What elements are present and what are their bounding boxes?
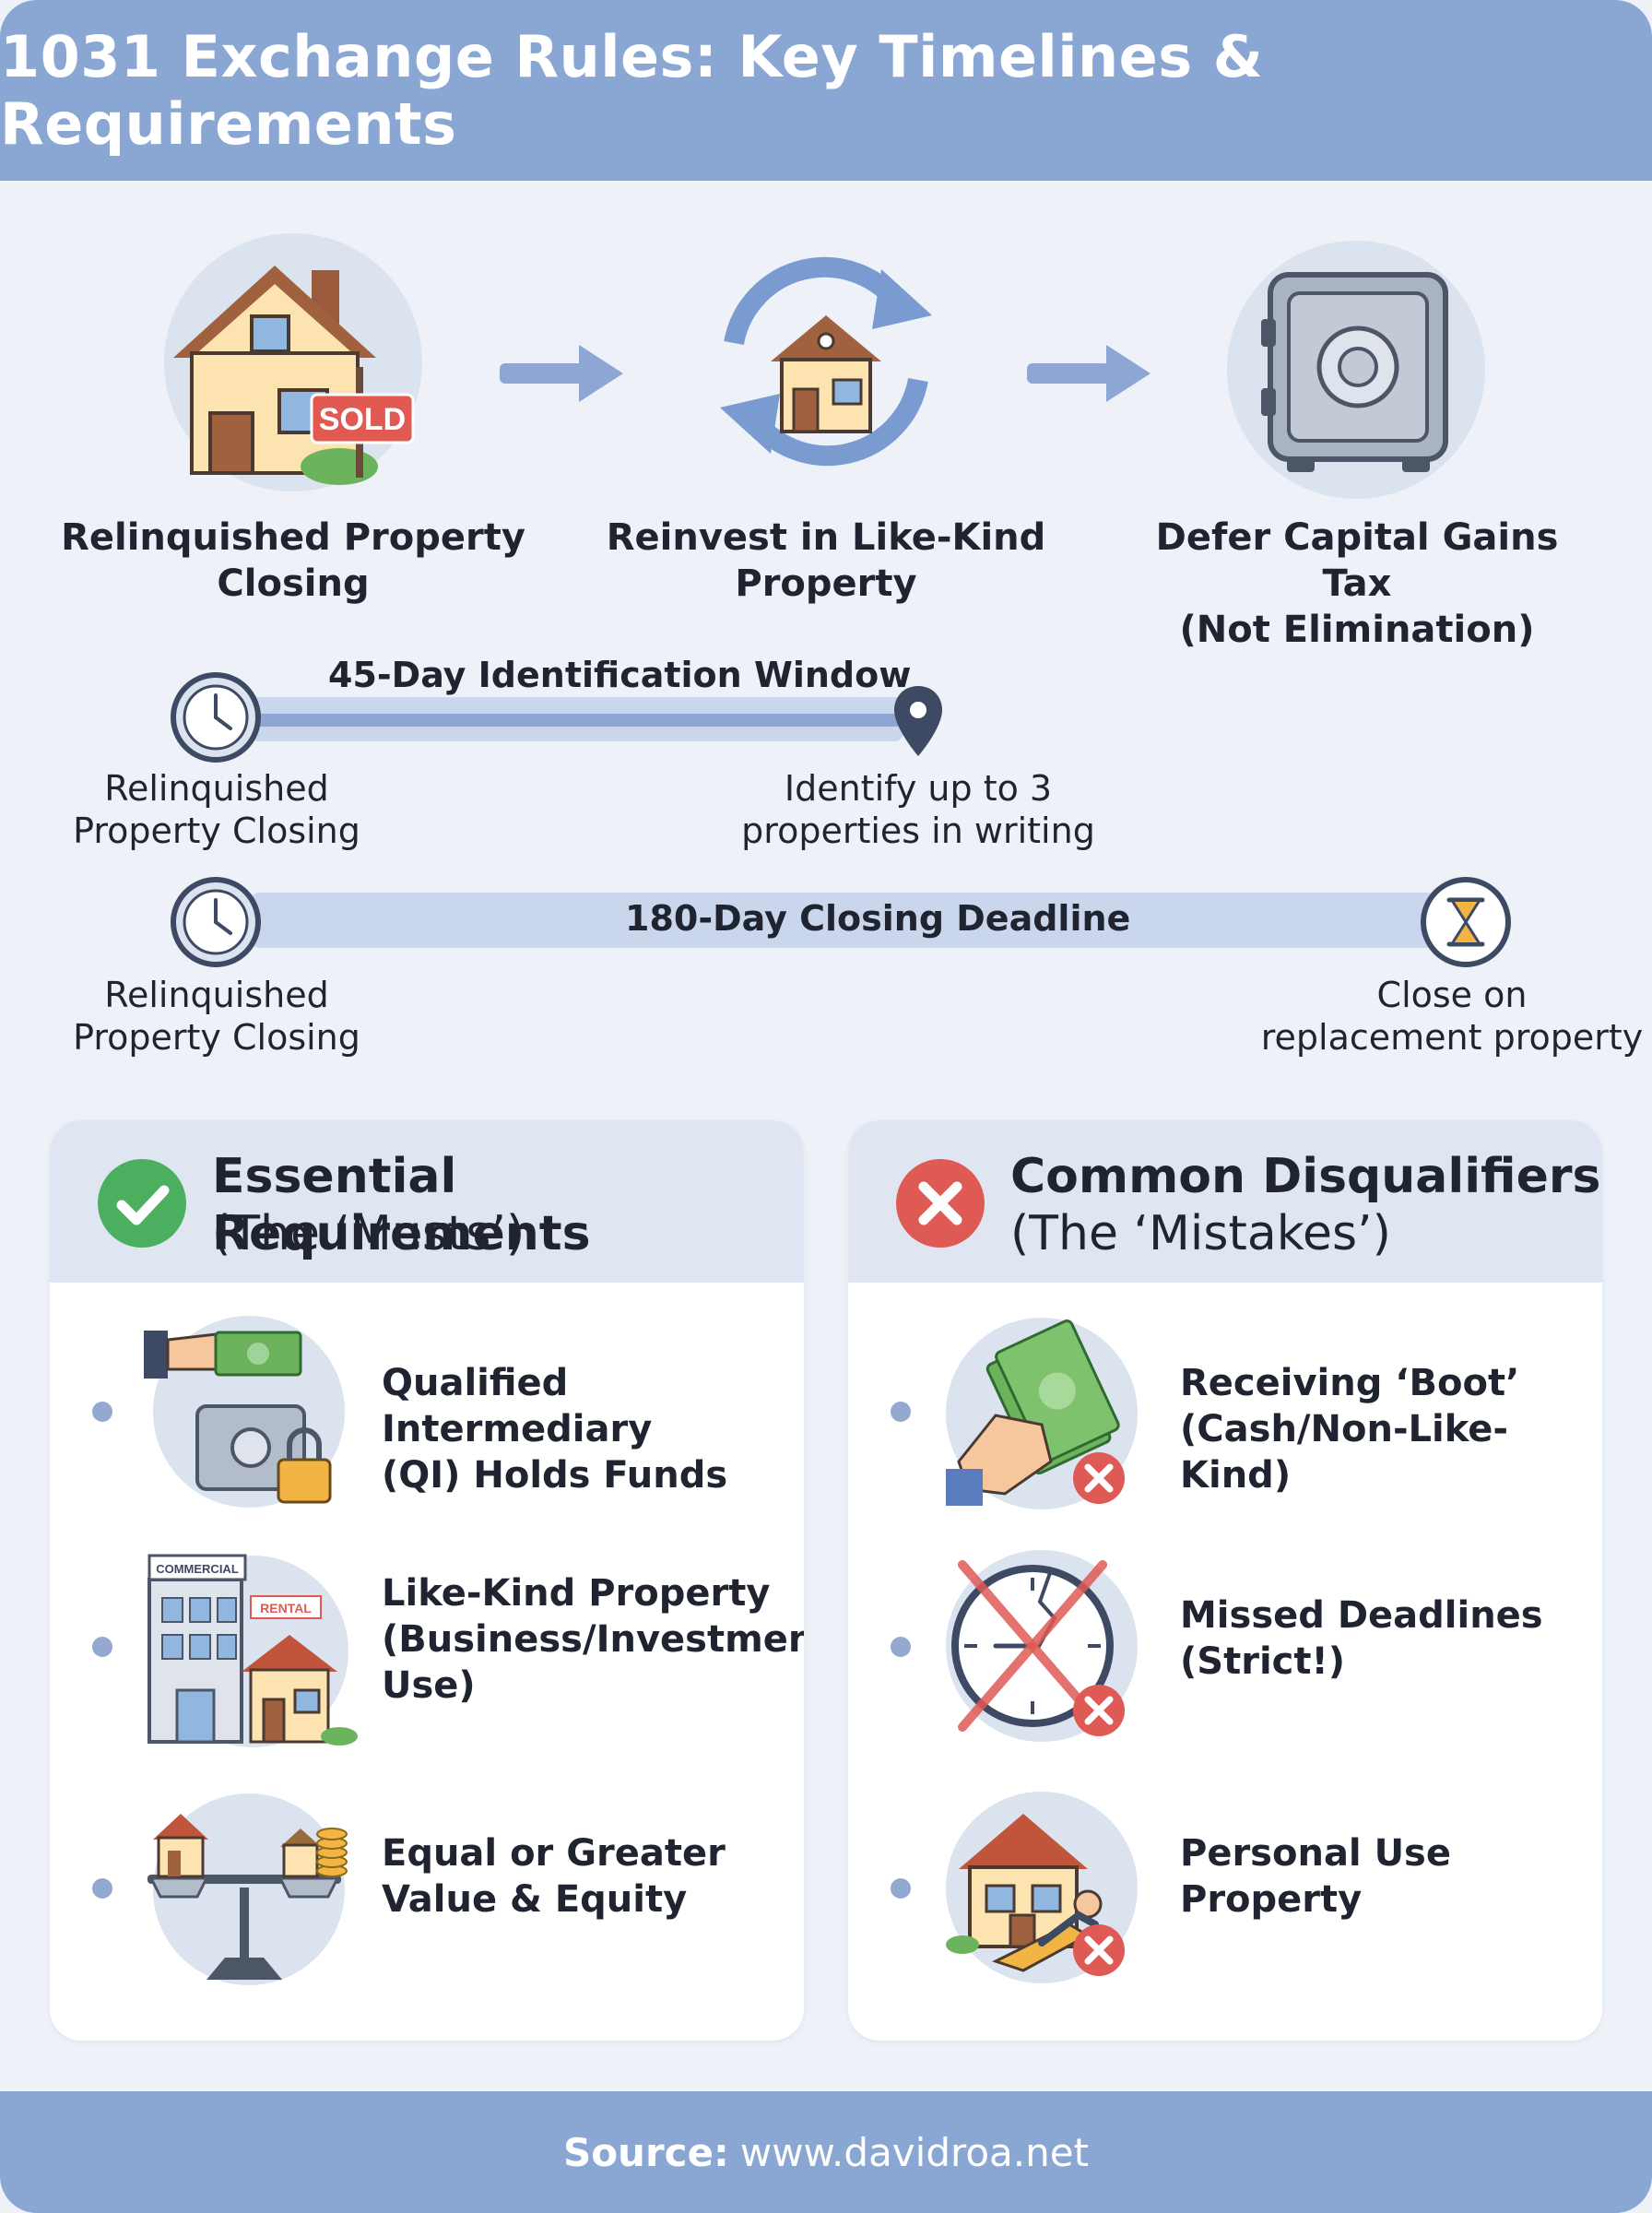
- arrow-right-icon: [500, 345, 623, 402]
- rental-sign-text: RENTAL: [260, 1601, 312, 1615]
- requirements-title: Essential Requirements: [212, 1149, 591, 1261]
- requirements-subtitle: (The ‘Musts’): [212, 1206, 525, 1261]
- bullet-dot: [92, 1878, 112, 1899]
- disqualifier-boot-text: Receiving ‘Boot’(Cash/Non-Like-Kind): [1180, 1362, 1520, 1497]
- map-pin-icon: [894, 686, 942, 756]
- bullet-dot: [891, 1878, 911, 1899]
- cash-boot-icon: [946, 1318, 1138, 1509]
- commercial-sign-text: COMMERCIAL: [156, 1562, 239, 1576]
- requirement-qi-text: Qualified Intermediary(QI) Holds Funds: [382, 1362, 728, 1497]
- list-item: Qualified Intermediary(QI) Holds Funds: [50, 1305, 804, 1517]
- bullet-dot: [891, 1637, 911, 1657]
- bullet-dot: [92, 1637, 112, 1657]
- house-cycle-icon: [720, 256, 932, 467]
- timeline-180-title: 180-Day Closing Deadline: [625, 898, 1131, 939]
- bullet-dot: [891, 1402, 911, 1422]
- arrow-right-icon: [1027, 345, 1150, 402]
- timeline-45-bar: [249, 697, 903, 741]
- step-label-defer: Defer Capital Gains Tax(Not Elimination): [1155, 516, 1559, 651]
- header-banner: 1031 Exchange Rules: Key Timelines & Req…: [0, 0, 1652, 181]
- check-circle-icon: [98, 1159, 186, 1248]
- requirements-header: Essential Requirements (The ‘Musts’): [50, 1120, 804, 1283]
- commercial-rental-building-icon: COMMERCIAL RENTAL: [148, 1554, 358, 1747]
- list-item: COMMERCIAL RENTAL Like-Kind Property(Bus…: [50, 1544, 804, 1757]
- source-link[interactable]: www.davidroa.net: [739, 2129, 1090, 2175]
- disqualifiers-card: Common Disqualifiers (The ‘Mistakes’) Re…: [848, 1120, 1602, 2041]
- clock-icon: [171, 672, 261, 763]
- sold-sign-text: SOLD: [319, 402, 406, 437]
- timeline-45-title: 45-Day Identification Window: [328, 655, 912, 695]
- x-circle-icon: [896, 1159, 985, 1248]
- disqualifiers-subtitle: (The ‘Mistakes’): [1010, 1206, 1391, 1261]
- balance-scale-icon: [148, 1793, 348, 1985]
- bullet-dot: [92, 1402, 112, 1422]
- list-item: Receiving ‘Boot’(Cash/Non-Like-Kind): [848, 1305, 1602, 1517]
- disqualifiers-title: Common Disqualifiers: [1010, 1149, 1601, 1204]
- house-sold-icon: SOLD: [164, 233, 422, 491]
- source-label: Source:: [562, 2129, 729, 2175]
- hourglass-icon: [1421, 877, 1511, 967]
- clock-icon: [171, 877, 261, 967]
- broken-clock-icon: [946, 1550, 1138, 1742]
- list-item: Missed Deadlines(Strict!): [848, 1544, 1602, 1757]
- requirements-card: Essential Requirements (The ‘Musts’) Qua…: [50, 1120, 804, 2041]
- safe-icon: [1227, 241, 1485, 499]
- intermediary-funds-icon: [144, 1316, 345, 1508]
- footer-banner: Source: www.davidroa.net: [0, 2091, 1652, 2213]
- page-title: 1031 Exchange Rules: Key Timelines & Req…: [0, 23, 1264, 158]
- disqualifiers-header: Common Disqualifiers (The ‘Mistakes’): [848, 1120, 1602, 1283]
- disqualifier-deadlines-text: Missed Deadlines(Strict!): [1180, 1594, 1543, 1683]
- timeline-180-bar: [249, 893, 1438, 948]
- personal-use-house-icon: [946, 1792, 1138, 1983]
